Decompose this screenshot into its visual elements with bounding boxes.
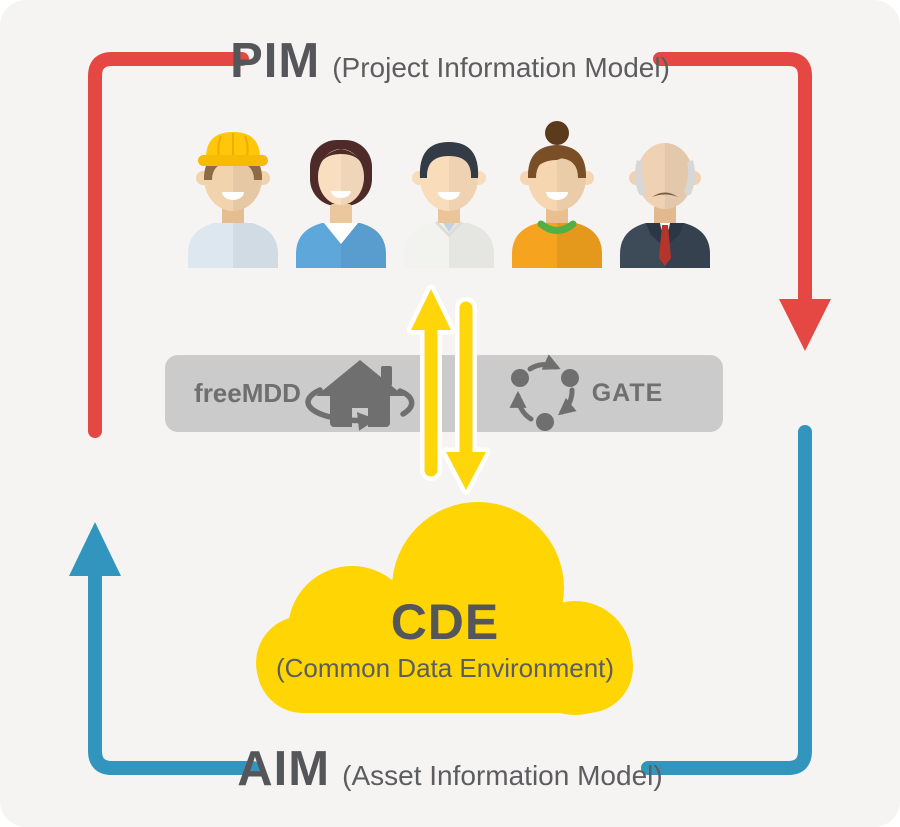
avatar-senior-man-suit (620, 143, 710, 268)
cycle-arrows-icon (509, 354, 579, 431)
cde-cloud (256, 502, 633, 715)
exchange-bar (165, 355, 723, 432)
download-arrow (441, 297, 491, 495)
pim-cycle-arrow (88, 52, 831, 438)
avatar-man-dark-hair (404, 142, 494, 268)
upload-arrow (406, 284, 456, 481)
avatar-woman-short-hair (296, 140, 386, 268)
avatar-construction-worker (188, 132, 278, 268)
avatar-woman-hair-bun (512, 121, 602, 268)
aim-cycle-arrow (69, 425, 812, 775)
house-sync-icon (305, 360, 415, 431)
